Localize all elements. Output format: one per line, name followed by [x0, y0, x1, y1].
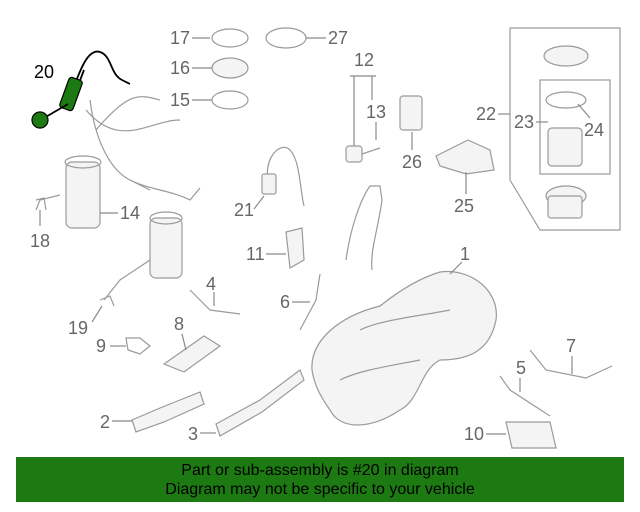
part-14-pump-module-left[interactable]: [35, 96, 181, 229]
part-3-heat-shield[interactable]: [215, 369, 305, 437]
callout-21: 21: [234, 200, 254, 220]
callout-12: 12: [354, 50, 374, 70]
callout-13: 13: [366, 102, 386, 122]
part-25-bracket[interactable]: [435, 139, 495, 175]
callout-6: 6: [280, 292, 290, 312]
callout-27: 27: [328, 28, 348, 48]
leader-19: [91, 305, 103, 323]
callout-25: 25: [454, 196, 474, 216]
leader-24: [577, 103, 591, 119]
part-12-valve-assembly[interactable]: [345, 75, 381, 163]
part-27-seal-ring[interactable]: [265, 27, 307, 49]
info-banner: Part or sub-assembly is #20 in diagram D…: [16, 457, 624, 502]
callout-20: 20: [34, 62, 54, 82]
part-16-lock-ring[interactable]: [211, 57, 249, 79]
leader-1: [449, 261, 463, 275]
part-10-shield[interactable]: [505, 421, 557, 449]
leader-8: [181, 333, 187, 351]
part-11-bracket[interactable]: [285, 227, 305, 269]
callout-14: 14: [120, 203, 140, 223]
part-2-heat-shield[interactable]: [131, 391, 205, 433]
callout-11: 11: [246, 244, 265, 264]
part-26-canister[interactable]: [399, 95, 423, 131]
part-18-bracket[interactable]: [35, 197, 47, 211]
banner-line-2: Diagram may not be specific to your vehi…: [165, 481, 475, 498]
callout-22: 22: [476, 104, 496, 124]
callout-5: 5: [516, 358, 526, 378]
leader-21: [253, 195, 265, 210]
part-5-strap[interactable]: [499, 375, 551, 417]
callout-15: 15: [170, 90, 190, 110]
part-1-fuel-tank[interactable]: [311, 185, 497, 426]
callout-8: 8: [174, 314, 184, 334]
callout-19: 19: [68, 318, 88, 338]
callout-24: 24: [584, 120, 604, 140]
callout-26: 26: [402, 152, 422, 172]
part-8-heat-shield[interactable]: [162, 335, 222, 373]
callout-2: 2: [100, 412, 110, 432]
callout-16: 16: [170, 58, 190, 78]
part-19-clip[interactable]: [99, 295, 115, 307]
callout-7: 7: [566, 336, 576, 356]
callout-3: 3: [188, 424, 198, 444]
part-9-clip[interactable]: [125, 337, 151, 355]
part-17-seal-ring[interactable]: [211, 28, 249, 48]
part-22-inset-filter-kit[interactable]: [509, 27, 621, 231]
part-6-strap[interactable]: [299, 273, 321, 331]
part-pump-module-right[interactable]: [103, 179, 201, 301]
part-7-strap[interactable]: [529, 349, 613, 379]
part-21-hose[interactable]: [261, 146, 305, 207]
callout-4: 4: [206, 274, 216, 294]
callout-18: 18: [30, 231, 50, 251]
callout-17: 17: [170, 28, 190, 48]
part-20-fuel-level-sender[interactable]: [31, 50, 131, 129]
callout-1: 1: [460, 244, 470, 264]
callout-10: 10: [464, 424, 484, 444]
callout-9: 9: [96, 336, 106, 356]
part-4-strap[interactable]: [189, 289, 241, 315]
banner-line-1: Part or sub-assembly is #20 in diagram: [181, 462, 459, 479]
callout-23: 23: [514, 112, 534, 132]
part-15-seal-ring[interactable]: [211, 90, 249, 110]
